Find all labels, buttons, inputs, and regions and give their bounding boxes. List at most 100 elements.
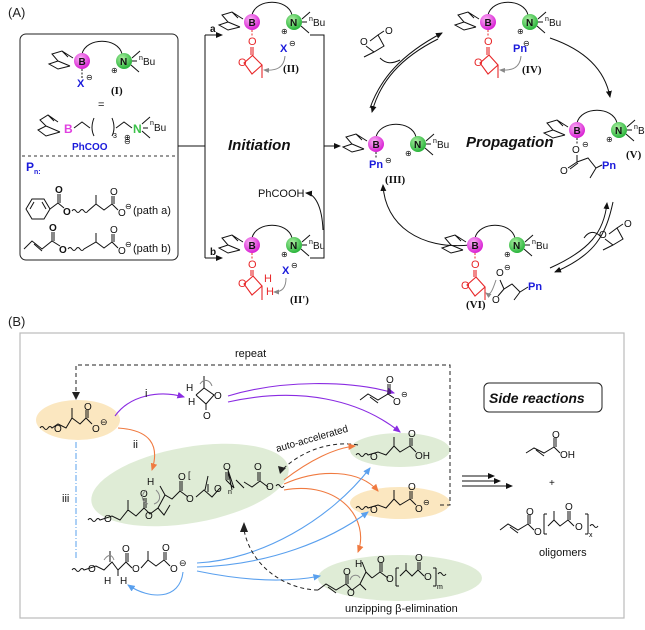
highlight-acid [350, 433, 450, 467]
arrow-to-acid [227, 394, 401, 433]
equals-sign: = [98, 99, 104, 111]
svg-text:O: O [572, 145, 580, 156]
highlight-intermediate [91, 443, 289, 527]
svg-text:O: O [526, 507, 534, 518]
path-iii-label: iii [62, 493, 69, 505]
anion-X: X [77, 78, 85, 90]
label-I: (I) [111, 85, 123, 97]
chain-Pn-V: Pn [602, 160, 616, 172]
acid-product: O O OH [355, 429, 430, 463]
subscript-x: x [589, 532, 593, 539]
svg-text:O: O [254, 462, 262, 473]
svg-text:⊕: ⊕ [124, 133, 131, 142]
pn-legend: P n: O O O O ⊖ (path a) O O O O ⊖ (path … [23, 160, 171, 257]
intermediate-IV: O O Pn ⊖ (IV) [454, 1, 562, 78]
intermediate-II-prime: O O H H X ⊖ (II') [218, 224, 326, 306]
svg-text:O: O [186, 494, 194, 505]
svg-text:O: O [360, 37, 368, 48]
crotonate-product: O O ⊖ [359, 375, 408, 408]
svg-text:⊖: ⊖ [401, 390, 408, 399]
svg-text:O: O [408, 482, 416, 493]
label-V: (V) [626, 149, 642, 161]
svg-text:O: O [471, 259, 480, 271]
path-a-label: (path a) [133, 205, 171, 217]
subscript-m: m [437, 584, 443, 591]
svg-text:⊖: ⊖ [289, 39, 296, 48]
svg-text:⊖: ⊖ [504, 263, 511, 272]
anion-X-IIp: X [282, 265, 290, 277]
OH-group: OH [560, 450, 575, 461]
side-reactions-title: Side reactions [489, 390, 585, 406]
svg-text:⊖: ⊖ [423, 498, 430, 507]
svg-text:O: O [552, 430, 560, 441]
plus-sign: + [549, 478, 555, 489]
svg-text:O: O [170, 564, 178, 575]
anion-X-II: X [280, 43, 288, 55]
cyclic-intermediate: O O O H O O [ O O n O O [87, 462, 285, 525]
propagation-title: Propagation [466, 134, 554, 151]
svg-text:O: O [55, 185, 63, 196]
boron-atom: B [64, 122, 73, 136]
svg-text:⊖: ⊖ [100, 417, 108, 427]
svg-text:O: O [63, 207, 71, 218]
svg-text:O: O [110, 187, 118, 198]
svg-text:O: O [624, 219, 632, 230]
chain-Pn-VI: Pn [528, 281, 542, 293]
svg-text:O: O [214, 484, 222, 495]
svg-text:⊖: ⊖ [385, 156, 392, 165]
svg-text:O: O [385, 26, 393, 37]
OH-group: OH [415, 451, 430, 462]
svg-text:⊖: ⊖ [179, 558, 187, 568]
H-atom: H [266, 286, 274, 298]
path-b-label: (path b) [133, 243, 171, 255]
subscript-3: 3 [113, 133, 117, 140]
svg-text:O: O [575, 522, 583, 533]
svg-text:O: O [118, 208, 126, 219]
highlight-unzipping [318, 555, 482, 601]
initiation-title: Initiation [228, 137, 291, 154]
svg-text:O: O [386, 574, 394, 585]
monomer-lactone-top: O O [360, 26, 401, 64]
path-i-label: i [145, 388, 147, 400]
repeat-loop [75, 364, 451, 506]
svg-text:O: O [484, 36, 493, 48]
auto-accelerated-label: auto-accelerated [275, 424, 350, 455]
svg-text:⊖: ⊖ [125, 202, 132, 211]
svg-text:O: O [461, 280, 470, 292]
path-ii-label: ii [133, 439, 138, 451]
anion-product: O O O ⊖ [355, 482, 430, 516]
svg-text:O: O [238, 278, 247, 290]
intermediate-III: Pn ⊖ (III) [342, 123, 450, 186]
svg-text:⊖: ⊖ [582, 140, 589, 149]
byproduct-PhCOOH: PhCOOH [258, 188, 305, 200]
label-IV: (IV) [522, 64, 542, 76]
chain-Pn-IV: Pn [513, 43, 527, 55]
oligomers-label: oligomers [539, 547, 587, 559]
path-i-arrow [114, 391, 186, 417]
intermediate-II: O O X ⊖ (III) (II) [218, 1, 326, 78]
svg-text:O: O [118, 246, 126, 257]
svg-text:O: O [145, 511, 153, 522]
svg-text:O: O [59, 245, 67, 256]
svg-text:O: O [92, 424, 100, 435]
label-III: (III) [385, 174, 406, 186]
svg-text:O: O [424, 572, 432, 583]
svg-text:O: O [122, 544, 130, 555]
svg-text:O: O [393, 397, 401, 408]
svg-text:O: O [496, 268, 504, 279]
svg-text:O: O [343, 567, 351, 578]
svg-text:O: O [415, 553, 423, 564]
arrow-iii-to-unzip [196, 570, 322, 581]
catalyst-I: X ⊖ (I) = [48, 40, 156, 111]
svg-text:O: O [203, 411, 211, 422]
svg-text:O: O [54, 424, 62, 435]
svg-text:H: H [188, 397, 195, 408]
pn-title: n: [34, 169, 41, 176]
svg-text:O: O [534, 527, 542, 538]
arrow-ii-to-acid [283, 443, 357, 481]
oligomer: O O O O x [499, 502, 599, 539]
svg-text:O: O [415, 504, 423, 515]
svg-text:O: O [408, 429, 416, 440]
H-atom: H [147, 477, 154, 488]
